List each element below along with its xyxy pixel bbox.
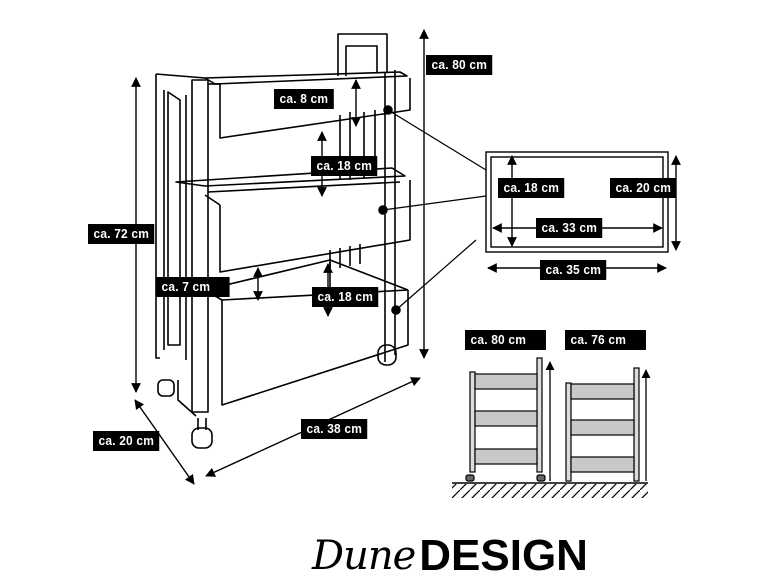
height-comparison	[452, 357, 648, 498]
basket-detail	[485, 151, 669, 253]
brand-logo: Dune DESIGN	[312, 530, 588, 580]
label-basket-outer-height: ca. 20 cm	[610, 178, 677, 198]
label-basket-inner-width: ca. 33 cm	[536, 218, 603, 238]
label-top-basket-depth: ca. 8 cm	[274, 89, 334, 109]
label-height-without-wheels: ca. 76 cm	[565, 330, 646, 350]
brand-script: Dune	[312, 533, 416, 579]
label-gap-top-middle: ca. 18 cm	[311, 156, 378, 176]
label-depth: ca. 20 cm	[93, 431, 160, 451]
brand-bold: DESIGN	[419, 531, 588, 580]
label-gap-bottom: ca. 7 cm	[156, 277, 230, 297]
label-height-with-wheels: ca. 80 cm	[465, 330, 546, 350]
label-frame-height: ca. 72 cm	[88, 224, 155, 244]
label-width: ca. 38 cm	[301, 419, 368, 439]
label-total-height: ca. 80 cm	[426, 55, 493, 75]
label-basket-inner-height: ca. 18 cm	[498, 178, 565, 198]
label-basket-outer-width: ca. 35 cm	[540, 260, 607, 280]
label-gap-middle-bottom: ca. 18 cm	[312, 287, 379, 307]
